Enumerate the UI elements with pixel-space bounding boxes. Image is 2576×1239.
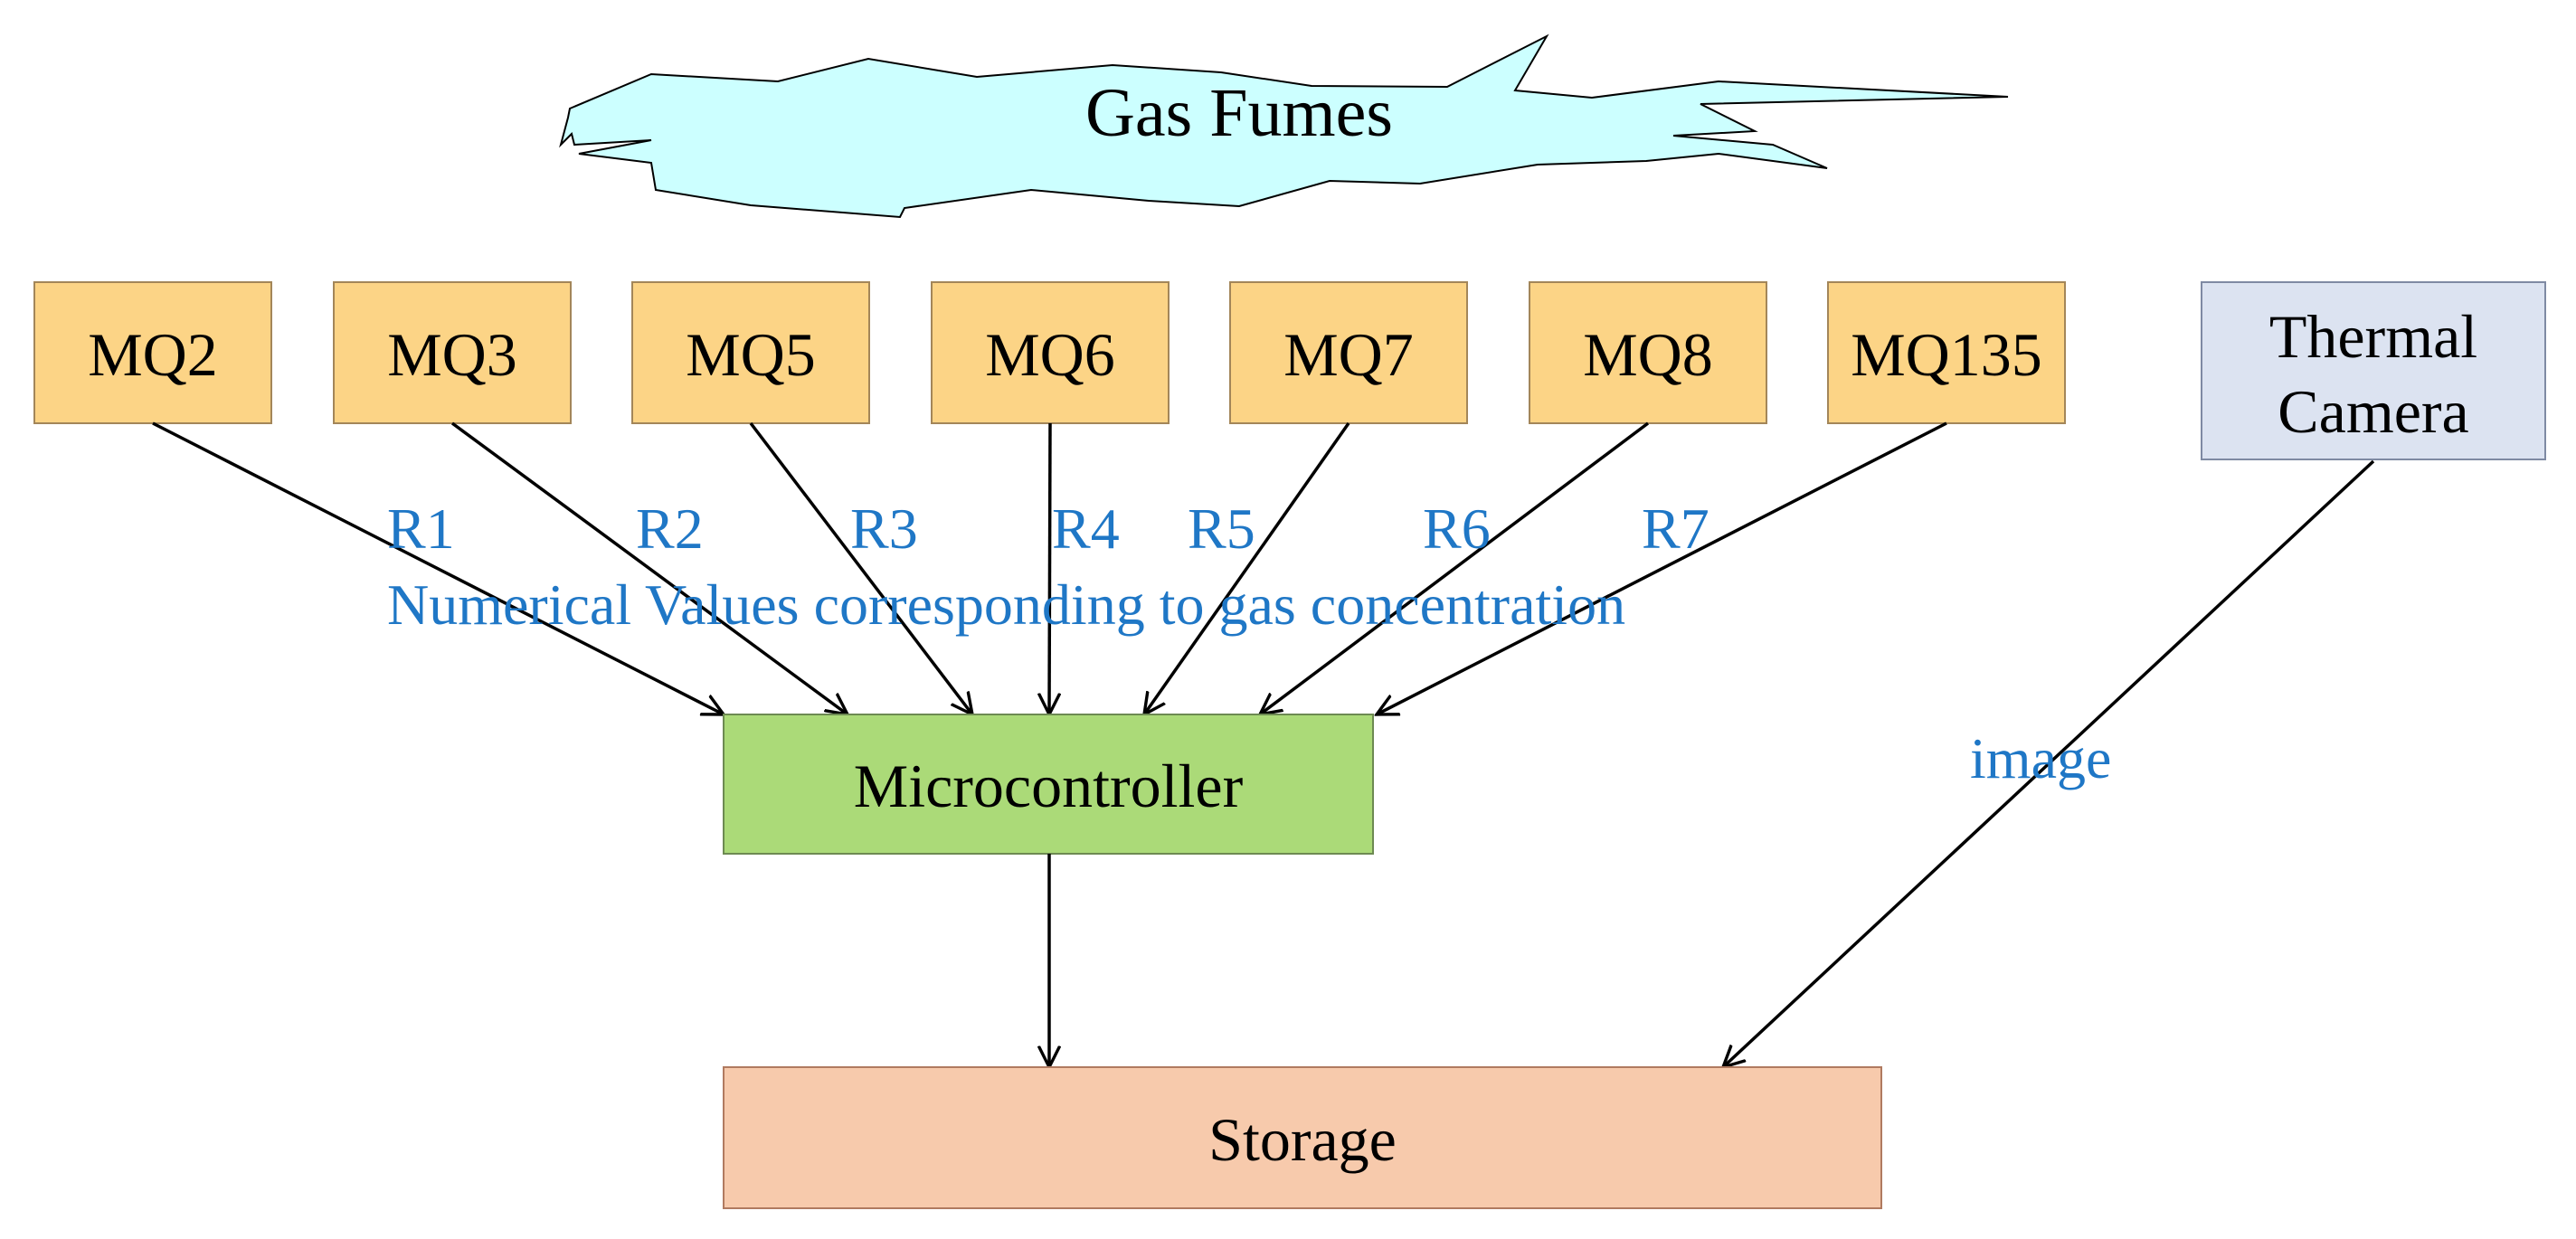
- sensor-node-mq8: MQ8: [1529, 281, 1767, 424]
- reading-label-r4: R4: [1052, 497, 1120, 561]
- sensor-box: [1229, 281, 1468, 424]
- sensor-box: [333, 281, 572, 424]
- thermal-camera-label-line2: Camera: [2278, 377, 2468, 446]
- sensor-node-mq5: MQ5: [631, 281, 870, 424]
- sensor-arrow-mq7: [1144, 421, 1350, 714]
- sensor-box: [931, 281, 1170, 424]
- thermal-camera-label-line1: Thermal: [2269, 302, 2477, 371]
- sensor-box: [1827, 281, 2066, 424]
- camera-to-storage-arrow: [1723, 459, 2375, 1067]
- camera-edge-label: image: [1970, 726, 2111, 790]
- reading-label-r7: R7: [1642, 497, 1709, 561]
- thermal-camera-node: Thermal Camera: [2201, 281, 2546, 460]
- sensor-label: MQ8: [1583, 320, 1713, 389]
- sensor-node-mq6: MQ6: [931, 281, 1170, 424]
- cloud-label: Gas Fumes: [1085, 75, 1393, 151]
- sensor-row: MQ2 MQ3 MQ5 MQ6 MQ7 MQ8 MQ135: [33, 281, 2066, 424]
- sensor-label: MQ5: [686, 320, 816, 389]
- sensor-arrow-mq8: [1260, 421, 1650, 714]
- sensor-box: [33, 281, 272, 424]
- sensor-label: MQ2: [88, 320, 218, 389]
- reading-labels: R1 R2 R3 R4 R5 R6 R7: [387, 497, 1709, 561]
- readings-caption: Numerical Values corresponding to gas co…: [387, 572, 1625, 637]
- sensor-arrow-mq3: [450, 421, 848, 714]
- reading-label-r5: R5: [1188, 497, 1255, 561]
- reading-label-r3: R3: [850, 497, 918, 561]
- sensor-label: MQ6: [985, 320, 1115, 389]
- storage-node: Storage: [723, 1066, 1882, 1209]
- sensor-node-mq2: MQ2: [33, 281, 272, 424]
- reading-label-r1: R1: [387, 497, 455, 561]
- sensor-node-mq3: MQ3: [333, 281, 572, 424]
- sensor-box: [1529, 281, 1767, 424]
- sensor-arrow-mq2: [152, 421, 724, 714]
- thermal-camera-box: [2201, 281, 2546, 460]
- sensor-node-mq135: MQ135: [1827, 281, 2066, 424]
- microcontroller-node: Microcontroller: [723, 714, 1374, 855]
- sensor-label: MQ7: [1283, 320, 1414, 389]
- microcontroller-box: [723, 714, 1374, 855]
- microcontroller-label: Microcontroller: [854, 752, 1244, 820]
- sensor-box: [631, 281, 870, 424]
- reading-label-r6: R6: [1423, 497, 1491, 561]
- sensor-label: MQ135: [1851, 320, 2042, 389]
- storage-label: Storage: [1208, 1105, 1397, 1174]
- sensor-arrow-mq6: [1049, 422, 1050, 714]
- sensor-arrow-mq5: [749, 421, 972, 714]
- sensor-arrow-mq135: [1377, 421, 1947, 714]
- sensor-node-mq7: MQ7: [1229, 281, 1468, 424]
- gas-fumes-cloud: Gas Fumes: [559, 33, 2009, 219]
- sensor-label: MQ3: [387, 320, 517, 389]
- cloud-shape: [559, 33, 2009, 219]
- reading-label-r2: R2: [636, 497, 704, 561]
- storage-box: [723, 1066, 1882, 1209]
- sensor-arrows: [152, 421, 1947, 714]
